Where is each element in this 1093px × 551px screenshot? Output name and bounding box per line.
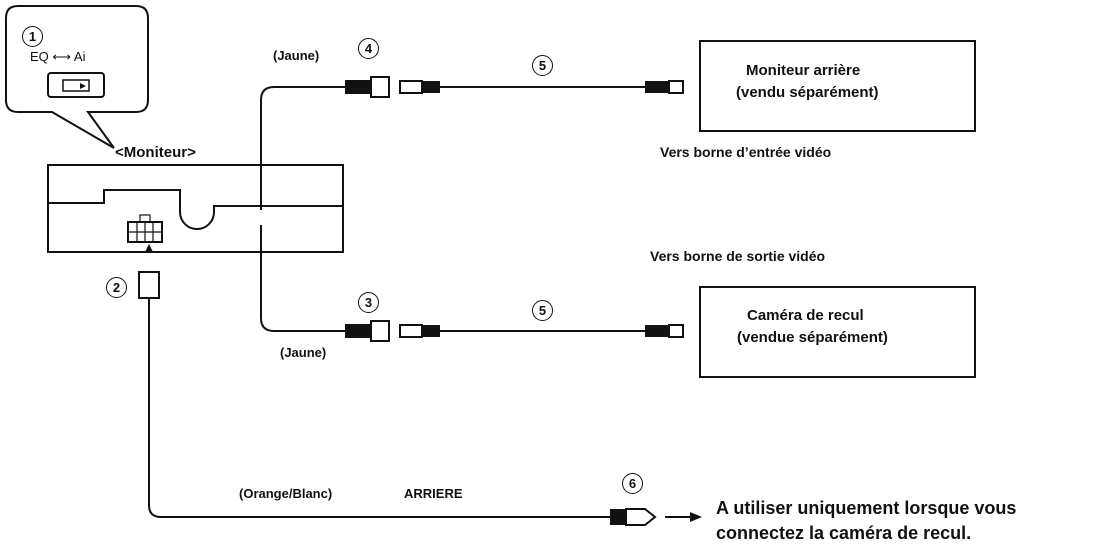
switch-slider [62,79,90,92]
callout-3: 3 [358,292,379,313]
callout-4: 4 [358,38,379,59]
callout-6: 6 [622,473,643,494]
rca-male-top-right [645,81,669,93]
rca-male-top-left [399,80,423,94]
rear-lead-connector [610,509,626,525]
yellow-label-top: (Jaune) [273,48,320,63]
arriere-label: ARRIERE [404,486,463,501]
callout-2: 2 [106,277,127,298]
camera-title: Caméra de recul [747,307,864,324]
rca-male-bottom-left [399,324,423,338]
monitor-notch [179,211,215,230]
rear-monitor-box [699,40,976,132]
orange-white-cable [148,504,610,518]
orange-white-label: (Orange/Blanc) [239,486,333,501]
camera-box [699,286,976,378]
note-line-1: A utiliser uniquement lorsque vous [716,498,1017,518]
callout-5-bottom: 5 [532,300,553,321]
monitor-contour [48,189,181,212]
yellow-label-bottom: (Jaune) [280,345,327,360]
harness-plug [138,271,160,299]
callout-5-top: 5 [532,55,553,76]
rear-monitor-caption: Vers borne d’entrée vidéo [660,144,832,160]
switch-label: EQ ⟷ Ai [30,49,86,64]
rca-male-bottom-right [645,325,669,337]
switch-housing [47,72,105,98]
rca-female-top [345,80,371,94]
camera-caption: Vers borne de sortie vidéo [650,248,826,264]
rca-female-bottom [345,324,371,338]
camera-subtitle: (vendue séparément) [737,329,888,346]
callout-balloon [5,5,149,149]
note-arrow [690,512,702,522]
monitor-unit [47,164,344,253]
callout-1: 1 [22,26,43,47]
note-line-2: connectez la caméra de recul. [716,523,972,543]
rear-monitor-subtitle: (vendu séparément) [736,84,879,101]
monitor-label: <Moniteur> [115,144,196,161]
rear-monitor-title: Moniteur arrière [746,62,861,79]
